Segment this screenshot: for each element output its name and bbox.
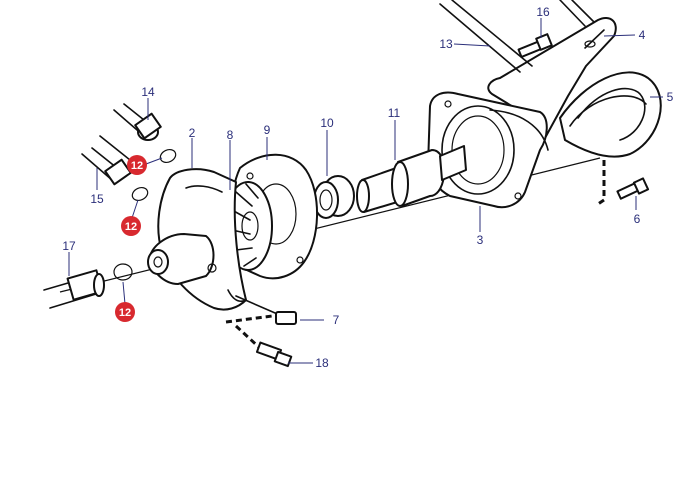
part-17-inlet-pipe xyxy=(43,269,105,309)
callout-12-upper[interactable]: 12 xyxy=(127,155,147,175)
callout-16: 16 xyxy=(536,5,550,19)
callout-9: 9 xyxy=(264,123,271,137)
part-3-bearing-housing xyxy=(427,91,549,209)
part-14-hose xyxy=(113,103,162,141)
callout-6: 6 xyxy=(634,212,641,226)
callout-13: 13 xyxy=(439,37,453,51)
callout-5: 5 xyxy=(667,90,674,104)
part-10-seal xyxy=(313,175,355,219)
callout-15: 15 xyxy=(90,192,104,206)
callout-12-upper-label: 12 xyxy=(131,160,143,172)
callout-12-lower-label: 12 xyxy=(119,307,131,319)
part-13-rods xyxy=(439,0,595,73)
part-6-bolt xyxy=(597,160,650,206)
part-16-bolt xyxy=(517,33,553,58)
leader-lines xyxy=(68,18,663,364)
callout-14: 14 xyxy=(141,85,155,99)
part-11-shaft xyxy=(356,145,467,213)
callout-3: 3 xyxy=(477,233,484,247)
part-15-hose xyxy=(81,135,132,186)
callout-4: 4 xyxy=(639,28,646,42)
callout-7: 7 xyxy=(333,313,340,327)
callout-12-middle-label: 12 xyxy=(125,221,137,233)
callout-12-middle[interactable]: 12 xyxy=(121,216,141,236)
part-5-pulley-housing xyxy=(559,71,662,158)
callout-11: 11 xyxy=(388,106,401,120)
part-12-o-rings xyxy=(113,148,177,281)
callout-8: 8 xyxy=(227,128,234,142)
callout-10: 10 xyxy=(320,116,334,130)
callout-17: 17 xyxy=(62,239,76,253)
part-18-fitting xyxy=(225,314,293,368)
callout-12-lower[interactable]: 12 xyxy=(115,302,135,322)
part-7-drain-screw xyxy=(235,295,297,325)
part-2-pump-cover xyxy=(147,168,247,311)
callout-18: 18 xyxy=(315,356,329,370)
callout-2: 2 xyxy=(189,126,196,140)
